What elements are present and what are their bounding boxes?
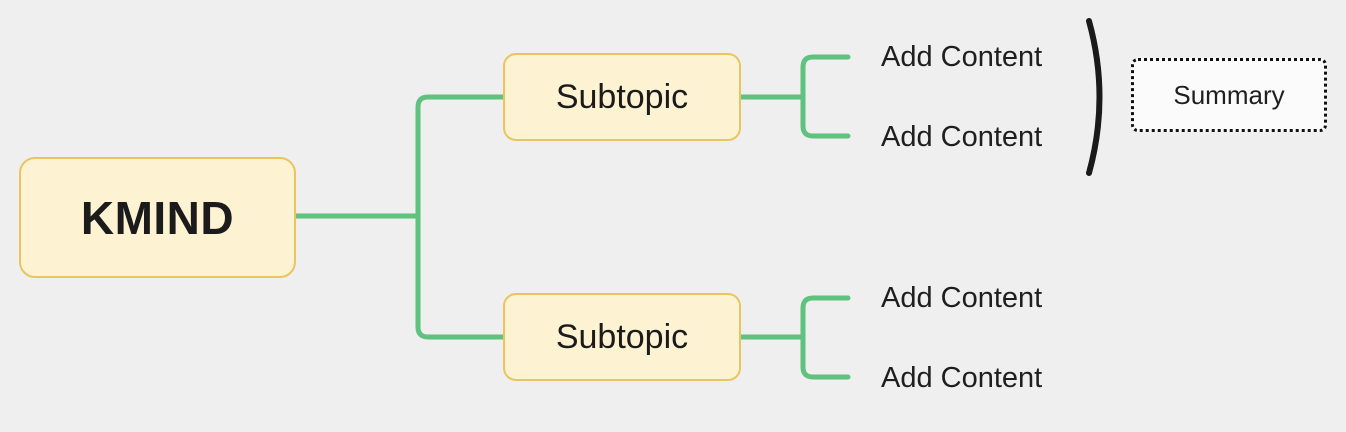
leaf-node-add-content-3[interactable]: Add Content xyxy=(881,282,1043,314)
root-node-label: KMIND xyxy=(80,191,235,244)
connector-subtopic-2-leaf-4 xyxy=(800,334,851,380)
leaf-node-add-content-2[interactable]: Add Content xyxy=(881,121,1043,153)
subtopic-node-2[interactable]: Subtopic xyxy=(503,293,741,381)
subtopic-node-2-label: Subtopic xyxy=(555,317,689,356)
connector-subtopic-2-leaf-3 xyxy=(800,295,851,340)
leaf-node-add-content-4[interactable]: Add Content xyxy=(881,362,1043,394)
root-node[interactable]: KMIND xyxy=(19,157,296,278)
subtopic-node-1-label: Subtopic xyxy=(555,77,689,116)
summary-node-label: Summary xyxy=(1173,79,1285,110)
connector-subtopic-1-leaf-1 xyxy=(800,54,851,100)
leaf-node-add-content-1[interactable]: Add Content xyxy=(881,41,1043,73)
summary-node[interactable]: Summary xyxy=(1131,58,1327,132)
connector-root-to-subtopic-1 xyxy=(415,94,506,219)
subtopic-node-1[interactable]: Subtopic xyxy=(503,53,741,141)
connector-root-to-subtopic-2 xyxy=(415,213,506,340)
connector-subtopic-1-leaf-2 xyxy=(800,94,851,139)
